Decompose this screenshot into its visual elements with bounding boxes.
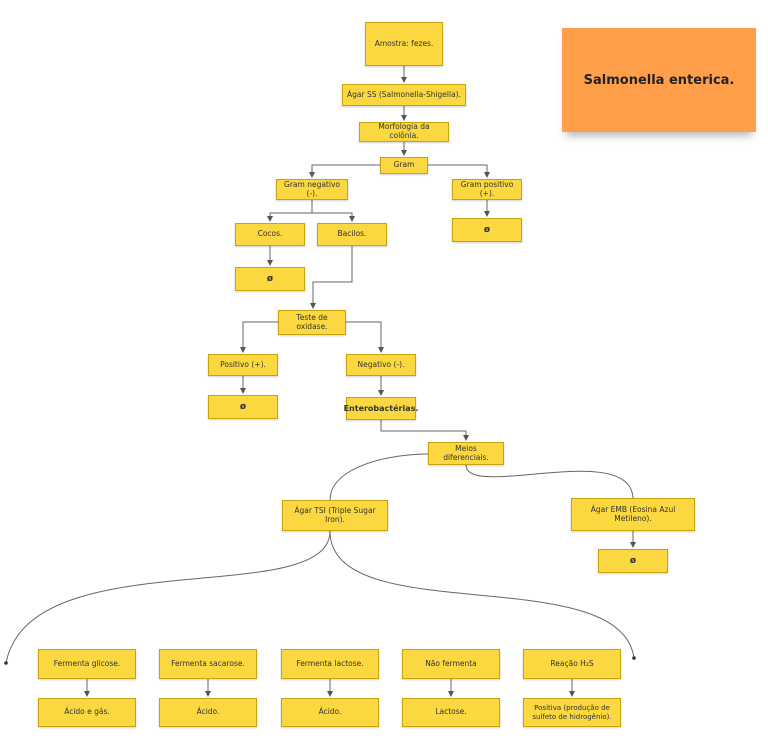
node-nao-fermenta[interactable]: Não fermenta <box>402 649 500 679</box>
connector-gram-neg-bacilos <box>312 212 355 222</box>
node-lactose[interactable]: Lactose. <box>402 698 500 727</box>
connector-gram-neg-cocos <box>267 200 313 222</box>
node-fermenta-glicose[interactable]: Fermenta glicose. <box>38 649 136 679</box>
node-acido-lactose[interactable]: Ácido. <box>281 698 379 727</box>
connector-oxidase-positivo <box>240 321 278 353</box>
node-meios-diferenciais[interactable]: Meios diferenciais. <box>428 442 504 465</box>
node-positivo-result[interactable]: ø <box>208 395 278 419</box>
node-gram[interactable]: Gram <box>380 157 428 174</box>
node-bacilos[interactable]: Bacilos. <box>317 223 387 246</box>
connector-gram-gram-neg <box>309 164 380 178</box>
node-agar-emb[interactable]: Ágar EMB (Eosina Azul Metileno). <box>571 498 695 531</box>
node-cocos-result[interactable]: ø <box>235 267 305 291</box>
node-agar-emb-result[interactable]: ø <box>598 549 668 573</box>
node-negativo[interactable]: Negativo (-). <box>346 354 416 376</box>
connector-entero-meios <box>380 420 469 441</box>
node-fermenta-lactose[interactable]: Fermenta lactose. <box>281 649 379 679</box>
node-positivo[interactable]: Positivo (+). <box>208 354 278 376</box>
connector-oxidase-negativo <box>346 321 384 353</box>
branch-endpoint-right <box>632 656 636 660</box>
connector-meios-emb <box>465 464 634 499</box>
sticky-note-title[interactable]: Salmonella enterica. <box>562 28 756 132</box>
node-agar-tsi[interactable]: Ágar TSI (Triple Sugar Iron). <box>282 500 388 531</box>
node-enterobacterias[interactable]: Enterobactérias. <box>344 397 418 420</box>
connector-bacilos-oxidase <box>310 246 353 309</box>
connector-gram-gram-pos <box>428 164 490 178</box>
branch-endpoint-left <box>4 661 8 665</box>
node-gram-positivo[interactable]: Gram positivo (+). <box>452 179 522 200</box>
node-cocos[interactable]: Cocos. <box>235 223 305 246</box>
node-gram-positivo-result[interactable]: ø <box>452 218 522 242</box>
node-positiva-h2s[interactable]: Positiva (produção de sulfeto de hidrogê… <box>523 698 621 727</box>
node-amostra[interactable]: Amostra: fezes. <box>365 22 443 66</box>
connector-tsi-left-branch <box>5 530 331 664</box>
node-fermenta-sacarose[interactable]: Fermenta sacarose. <box>159 649 257 679</box>
node-reacao-h2s[interactable]: Reação H₂S <box>523 649 621 679</box>
node-gram-negativo[interactable]: Gram negativo (-). <box>276 179 348 200</box>
node-agar-ss[interactable]: Ágar SS (Salmonella-Shigella). <box>342 84 466 106</box>
node-acido-gas[interactable]: Ácido e gás. <box>38 698 136 727</box>
node-acido-sacarose[interactable]: Ácido. <box>159 698 257 727</box>
node-morfologia[interactable]: Morfologia da colônia. <box>359 122 449 142</box>
node-oxidase[interactable]: Teste de oxidase. <box>278 310 346 335</box>
connector-tsi-right-branch <box>329 530 635 659</box>
